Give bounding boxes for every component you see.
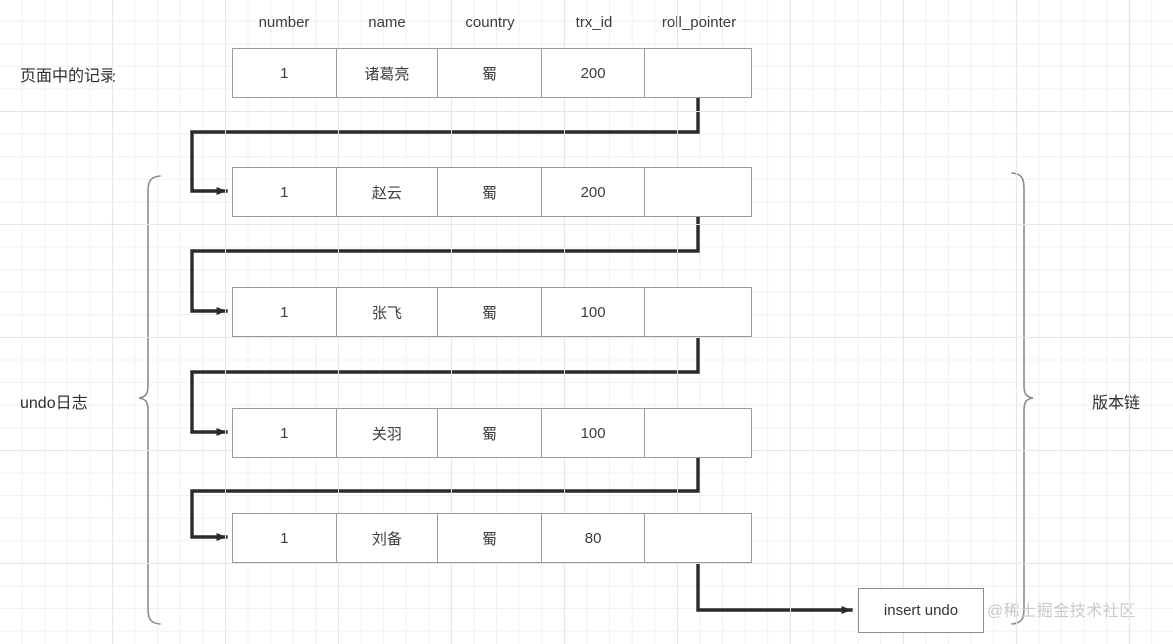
column-header-name: name [368,14,406,31]
record-row-2[interactable]: 1 赵云 蜀 200 [232,167,752,217]
record-row-1[interactable]: 1 诸葛亮 蜀 200 [232,48,752,98]
version-chain-label: 版本链 [1092,395,1141,412]
record-row-5[interactable]: 1 刘备 蜀 80 [232,513,752,563]
watermark: @稀土掘金技术社区 [987,603,1136,620]
record-row-4[interactable]: 1 关羽 蜀 100 [232,408,752,458]
cell-trx-id: 100 [542,409,646,457]
cell-roll-pointer [645,168,751,216]
connector-row3-to-row4 [190,335,700,436]
cell-country: 蜀 [438,409,542,457]
cell-trx-id: 200 [542,49,646,97]
cell-roll-pointer [645,514,751,562]
cell-name: 关羽 [337,409,439,457]
cell-name: 张飞 [337,288,439,336]
insert-undo-box[interactable]: insert undo [858,588,984,633]
column-header-number: number [258,14,310,31]
cell-number: 1 [233,168,337,216]
cell-number: 1 [233,409,337,457]
column-header-country: country [465,14,515,31]
cell-number: 1 [233,288,337,336]
cell-number: 1 [233,49,337,97]
column-header-roll-pointer: roll_pointer [661,14,737,31]
cell-country: 蜀 [438,168,542,216]
column-header-trx-id: trx_id [575,14,613,31]
cell-roll-pointer [645,409,751,457]
connector-row5-to-insert-undo [696,560,853,614]
connector-row1-to-row2 [190,95,700,195]
cell-country: 蜀 [438,49,542,97]
record-row-3[interactable]: 1 张飞 蜀 100 [232,287,752,337]
cell-name: 刘备 [337,514,439,562]
cell-trx-id: 100 [542,288,646,336]
page-records-label: 页面中的记录 [20,68,117,85]
undo-log-brace [138,175,161,625]
cell-name: 赵云 [337,168,439,216]
cell-trx-id: 80 [542,514,646,562]
cell-country: 蜀 [438,514,542,562]
cell-name: 诸葛亮 [337,49,439,97]
connector-row4-to-row5 [190,455,700,541]
connector-row2-to-row3 [190,215,700,315]
cell-trx-id: 200 [542,168,646,216]
cell-country: 蜀 [438,288,542,336]
cell-roll-pointer [645,288,751,336]
cell-number: 1 [233,514,337,562]
version-chain-brace [1011,172,1034,625]
cell-roll-pointer [645,49,751,97]
undo-log-label: undo日志 [20,395,88,412]
